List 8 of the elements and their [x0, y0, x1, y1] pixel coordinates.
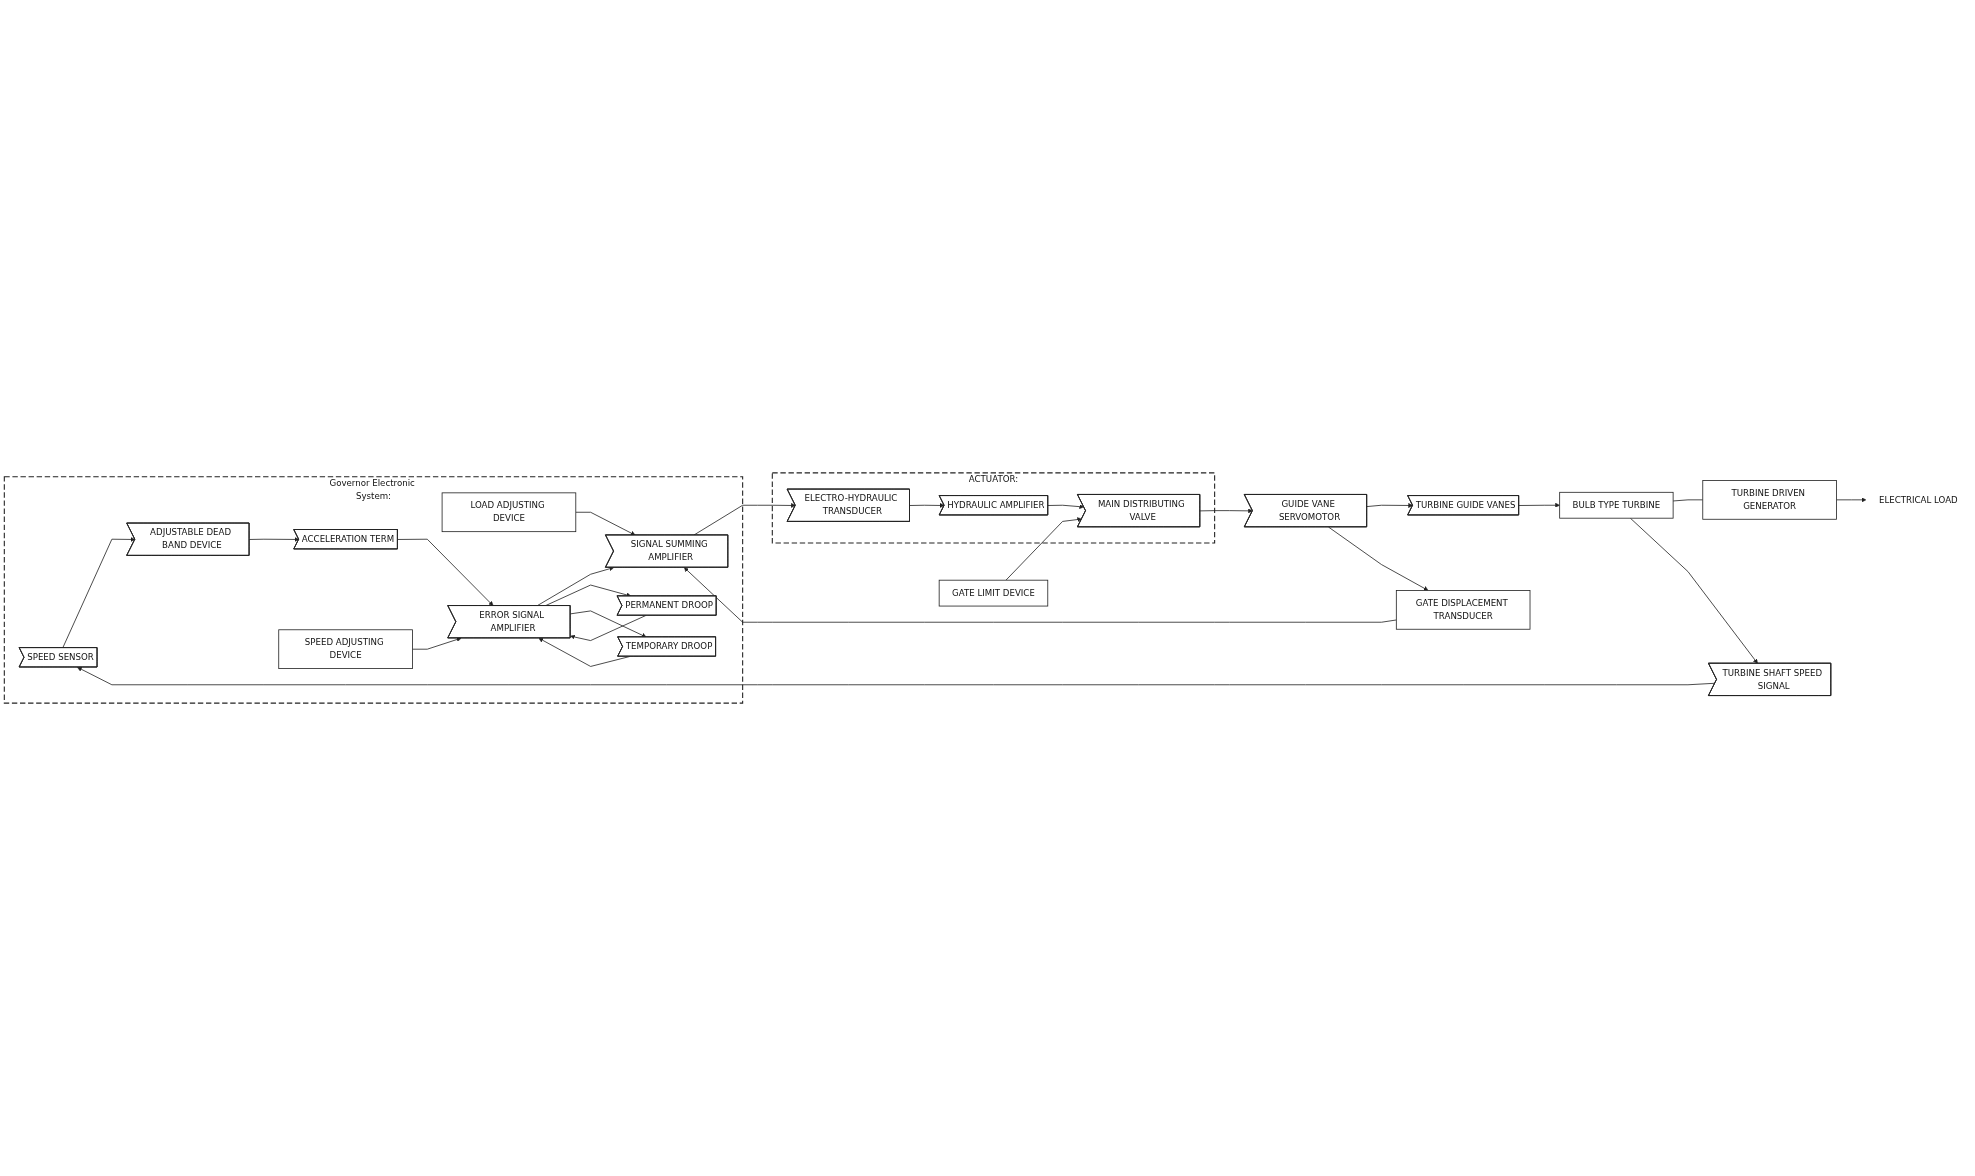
node-box: TURBINE DRIVEN GENERATOR	[1702, 480, 1837, 520]
node-box: LOAD ADJUSTING DEVICE	[441, 492, 577, 533]
connector	[1672, 499, 1704, 502]
node-box: GATE LIMIT DEVICE	[938, 579, 1049, 607]
node-box: BULB TYPE TURBINE	[1559, 491, 1674, 519]
node-box: GATE DISPLACEMENT TRANSDUCER	[1395, 590, 1531, 630]
node-text: ELECTRICAL LOAD	[1879, 494, 1958, 505]
node-box: SPEED ADJUSTING DEVICE	[278, 629, 413, 669]
